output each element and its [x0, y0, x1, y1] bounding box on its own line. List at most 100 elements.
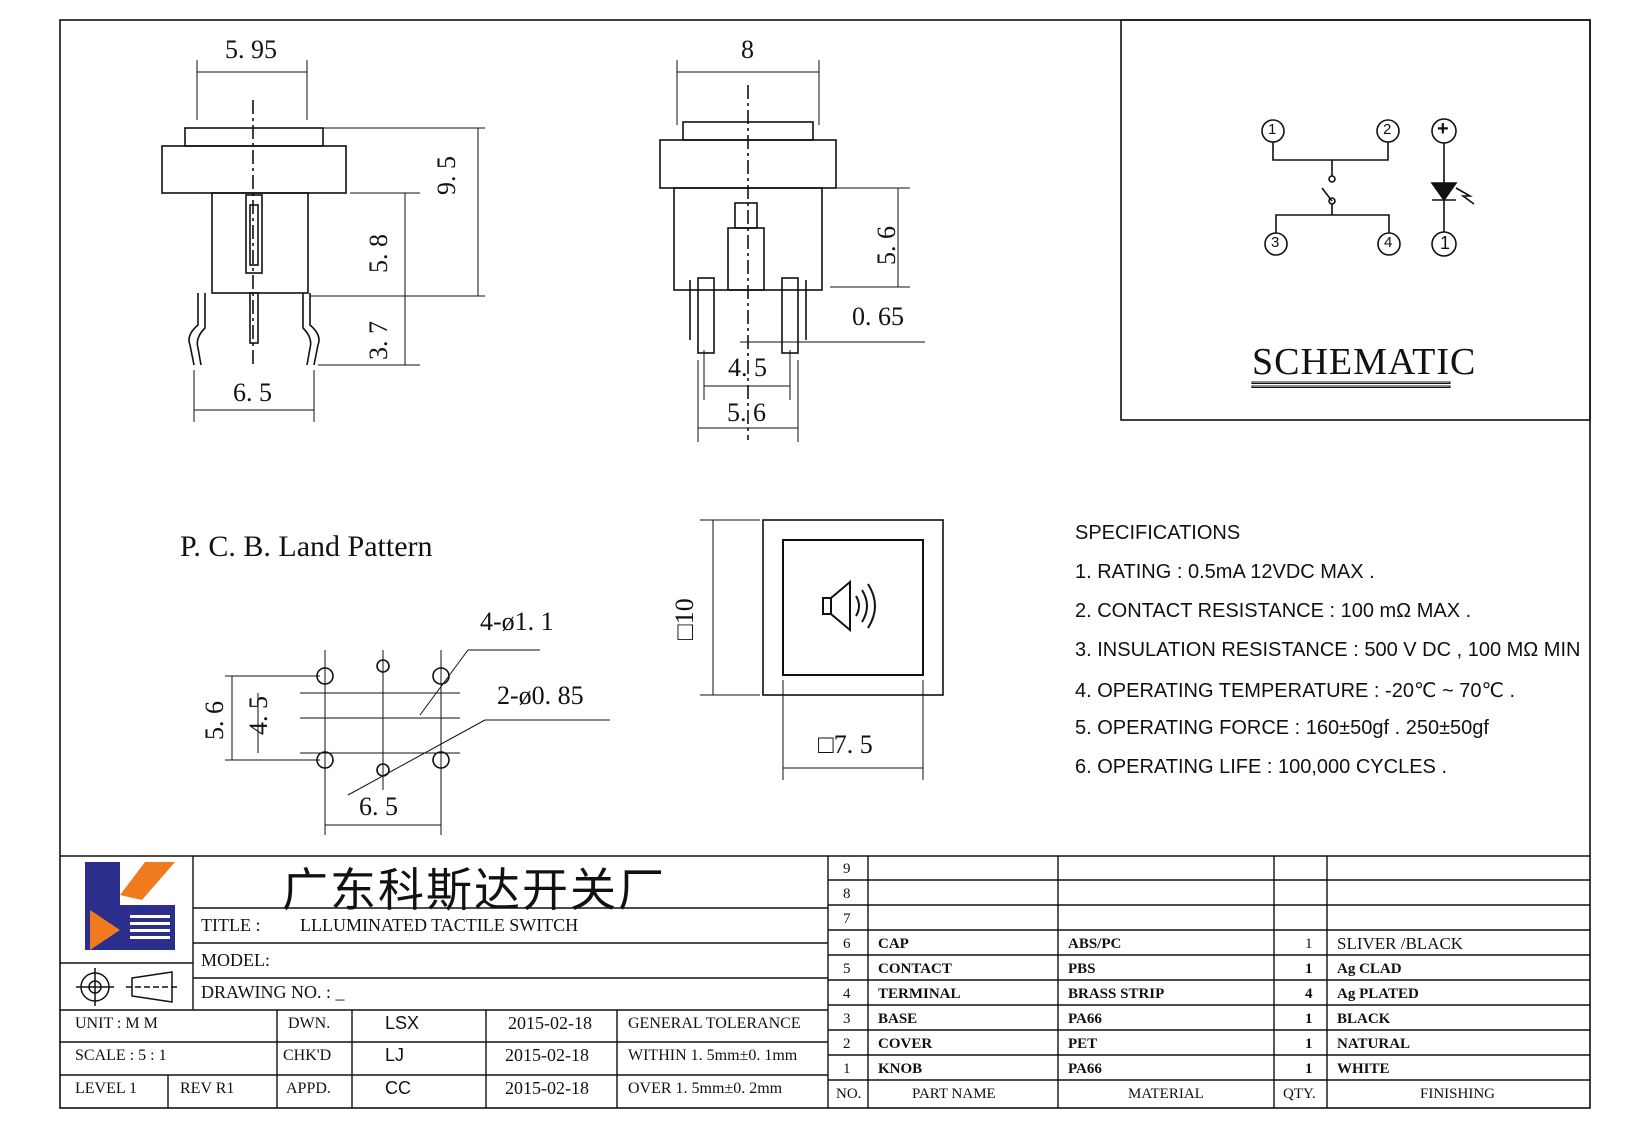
bom-part-name: CONTACT	[878, 961, 952, 977]
bom-row-no: 3	[843, 1011, 851, 1027]
side-dim-height: 9. 5	[432, 156, 461, 195]
spec-item: 3. INSULATION RESISTANCE : 500 V DC , 10…	[1075, 639, 1581, 661]
side-dim-lower: 3. 7	[364, 321, 393, 360]
front-dim-height: 5. 6	[872, 226, 901, 265]
bom-material: PBS	[1068, 961, 1096, 977]
pcb-dim-hole-small: 2-ø0. 85	[497, 681, 584, 710]
bom-qty: 1	[1305, 936, 1313, 952]
bom-material: BRASS STRIP	[1068, 986, 1165, 1002]
bom-header-material: MATERIAL	[1128, 1086, 1204, 1102]
bom-material: PET	[1068, 1036, 1098, 1052]
unit-cell: UNIT : M M	[75, 1015, 158, 1032]
bom-qty: 1	[1305, 1036, 1313, 1052]
company-name: 广东科斯达开关厂	[282, 865, 666, 916]
top-dim-outer-value: 10	[670, 598, 699, 625]
title-block-grid	[60, 855, 1590, 1108]
pcb-title: P. C. B. Land Pattern	[180, 530, 433, 563]
title-value: LLLUMINATED TACTILE SWITCH	[300, 915, 579, 935]
appd-date: 2015-02-18	[505, 1078, 589, 1098]
speaker-icon	[822, 579, 876, 633]
bom-row-no: 4	[843, 986, 851, 1002]
bom-part-name: BASE	[878, 1011, 918, 1027]
bom-finishing: Ag CLAD	[1337, 961, 1402, 977]
schematic-led-plus: +	[1437, 118, 1449, 140]
spec-item: 4. OPERATING TEMPERATURE : -20℃ ~ 70℃ .	[1075, 680, 1516, 702]
bom-row-no: 8	[843, 886, 851, 902]
bom-finishing: SLIVER /BLACK	[1337, 934, 1464, 953]
dwn-initials: LSX	[385, 1013, 420, 1033]
side-dim-width: 5. 95	[225, 35, 277, 64]
pcb-dim-width: 6. 5	[359, 792, 398, 821]
spec-item: 5. OPERATING FORCE : 160±50gf . 250±50gf	[1075, 717, 1489, 739]
bom-header-no: NO.	[836, 1086, 862, 1102]
company-logo	[85, 862, 175, 950]
sheet-border	[59, 19, 1591, 1109]
bom-finishing: WHITE	[1337, 1061, 1390, 1077]
schematic-title: SCHEMATIC	[1252, 341, 1477, 383]
front-view	[659, 60, 925, 442]
pcb-dim-outer: 5. 6	[200, 701, 229, 740]
dwn-label: DWN.	[288, 1015, 331, 1032]
spec-item: 6. OPERATING LIFE : 100,000 CYCLES .	[1075, 756, 1448, 778]
bom-qty: 4	[1305, 986, 1313, 1002]
bom-header-qty: QTY.	[1283, 1086, 1316, 1102]
front-dim-width: 8	[741, 35, 754, 64]
bom-row-no: 6	[843, 936, 851, 952]
top-dim-outer: □10	[670, 598, 699, 640]
tolerance-over: OVER 1. 5mm±0. 2mm	[628, 1080, 783, 1097]
level-cell: LEVEL 1	[75, 1080, 138, 1097]
appd-initials: CC	[385, 1078, 411, 1098]
side-view	[161, 60, 485, 422]
bom-header-finishing: FINISHING	[1420, 1086, 1495, 1102]
spec-item: 1. RATING : 0.5mA 12VDC MAX .	[1075, 561, 1375, 583]
appd-label: APPD.	[286, 1080, 331, 1097]
top-view	[700, 519, 944, 780]
bom-part-name: CAP	[878, 936, 909, 952]
spec-item: 2. CONTACT RESISTANCE : 100 mΩ MAX .	[1075, 600, 1472, 622]
specifications-heading: SPECIFICATIONS	[1075, 522, 1241, 544]
front-dim-span: 5. 6	[727, 398, 766, 427]
top-dim-inner: □7. 5	[818, 730, 873, 759]
model-label: MODEL:	[201, 950, 270, 970]
front-dim-pitch: 4. 5	[728, 353, 767, 382]
bom-row-no: 9	[843, 861, 851, 877]
schematic-pin-2: 2	[1383, 121, 1392, 138]
bom-finishing: BLACK	[1337, 1011, 1391, 1027]
rev-cell: REV R1	[180, 1080, 235, 1097]
tolerance-within: WITHIN 1. 5mm±0. 1mm	[628, 1047, 798, 1064]
schematic-pin-3: 3	[1271, 234, 1280, 251]
bom-row-no: 7	[843, 911, 851, 927]
chkd-initials: LJ	[385, 1045, 405, 1065]
bom-part-name: COVER	[878, 1036, 933, 1052]
schematic-led-minus: 1	[1440, 233, 1451, 253]
bom-finishing: Ag PLATED	[1337, 986, 1419, 1002]
bom-part-name: TERMINAL	[878, 986, 961, 1002]
tolerance-heading: GENERAL TOLERANCE	[628, 1015, 801, 1032]
bom-row-no: 5	[843, 961, 851, 977]
bom-qty: 1	[1305, 1061, 1313, 1077]
bom-material: PA66	[1068, 1011, 1102, 1027]
bom-row-no: 1	[843, 1061, 851, 1077]
schematic-diagram	[1251, 118, 1475, 388]
title-label: TITLE :	[201, 915, 261, 935]
dwn-date: 2015-02-18	[508, 1013, 592, 1033]
schematic-pin-4: 4	[1384, 234, 1393, 251]
bom-row-no: 2	[843, 1036, 851, 1052]
chkd-date: 2015-02-18	[505, 1045, 589, 1065]
drawing-number-label: DRAWING NO. : _	[201, 982, 345, 1002]
bom-finishing: NATURAL	[1337, 1036, 1411, 1052]
bom-material: PA66	[1068, 1061, 1102, 1077]
schematic-pin-1: 1	[1268, 121, 1277, 138]
projection-symbol-icon	[76, 968, 178, 1006]
schematic-frame	[1120, 19, 1591, 421]
chkd-label: CHK'D	[283, 1047, 332, 1064]
side-dim-base: 6. 5	[233, 378, 272, 407]
bom-header-part-name: PART NAME	[912, 1086, 996, 1102]
pcb-land-pattern	[225, 649, 610, 835]
scale-cell: SCALE : 5 : 1	[75, 1047, 167, 1064]
pcb-dim-hole-large: 4-ø1. 1	[480, 607, 554, 636]
bom-part-name: KNOB	[878, 1061, 923, 1077]
side-dim-upper: 5. 8	[364, 234, 393, 273]
front-dim-offset: 0. 65	[852, 302, 904, 331]
